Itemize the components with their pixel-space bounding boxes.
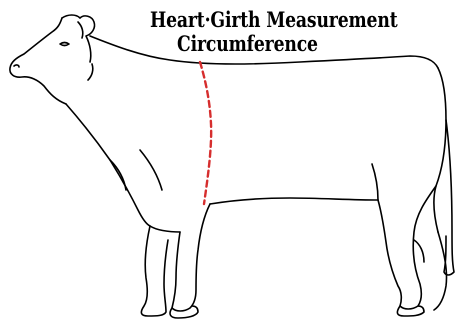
title-line-2: Circumference [150, 32, 355, 56]
cow-flank-detail [372, 164, 378, 200]
cow-nostril [14, 65, 19, 67]
cow-hind-leg [378, 186, 436, 309]
cow-cheek-line [88, 64, 93, 80]
cow-front-leg [172, 204, 210, 311]
cow-far-front-leg [141, 226, 180, 316]
cow-hock-detail [414, 240, 424, 262]
cow-ear-detail [78, 22, 83, 38]
title-line-1: Heart·Girth Measurement [150, 8, 355, 32]
heart-girth-line [200, 62, 211, 204]
cow-rump-outline [434, 68, 446, 232]
cow-belly-line [210, 198, 378, 204]
cow-front-hoof [170, 306, 198, 318]
cow-brisket [66, 104, 150, 226]
diagram-title: Heart·Girth Measurement Circumference [150, 8, 355, 56]
cow-head-outline [10, 18, 66, 104]
cow-eye [60, 43, 69, 46]
cow-shoulder-detail [140, 150, 162, 190]
